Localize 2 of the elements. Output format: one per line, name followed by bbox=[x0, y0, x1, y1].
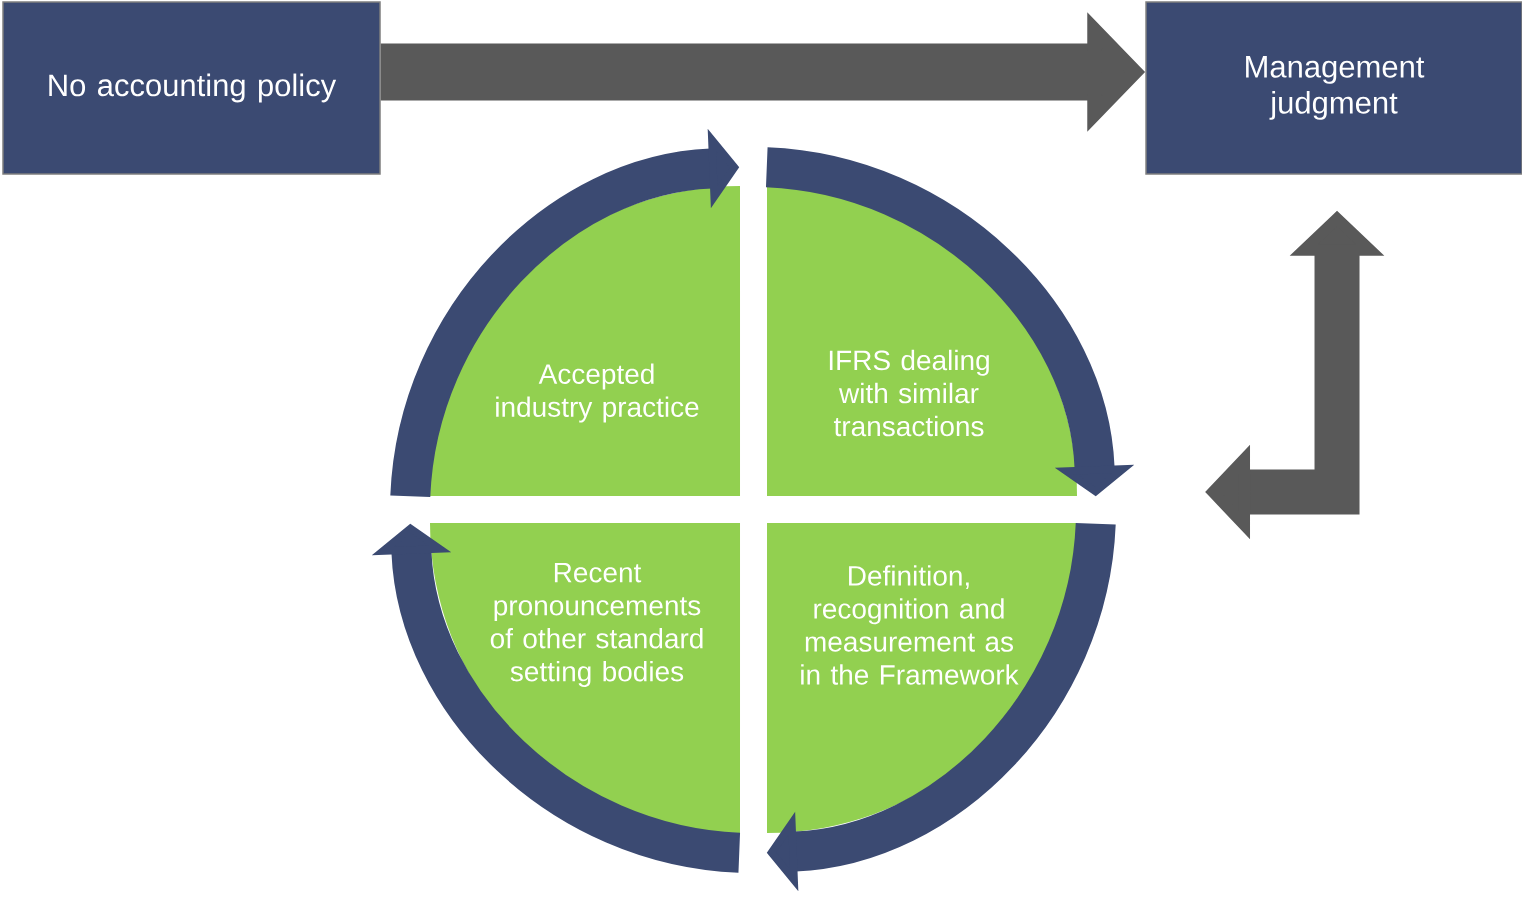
text-box: No accounting policy bbox=[2, 1, 381, 175]
text-box: Management judgment bbox=[1145, 1, 1522, 175]
